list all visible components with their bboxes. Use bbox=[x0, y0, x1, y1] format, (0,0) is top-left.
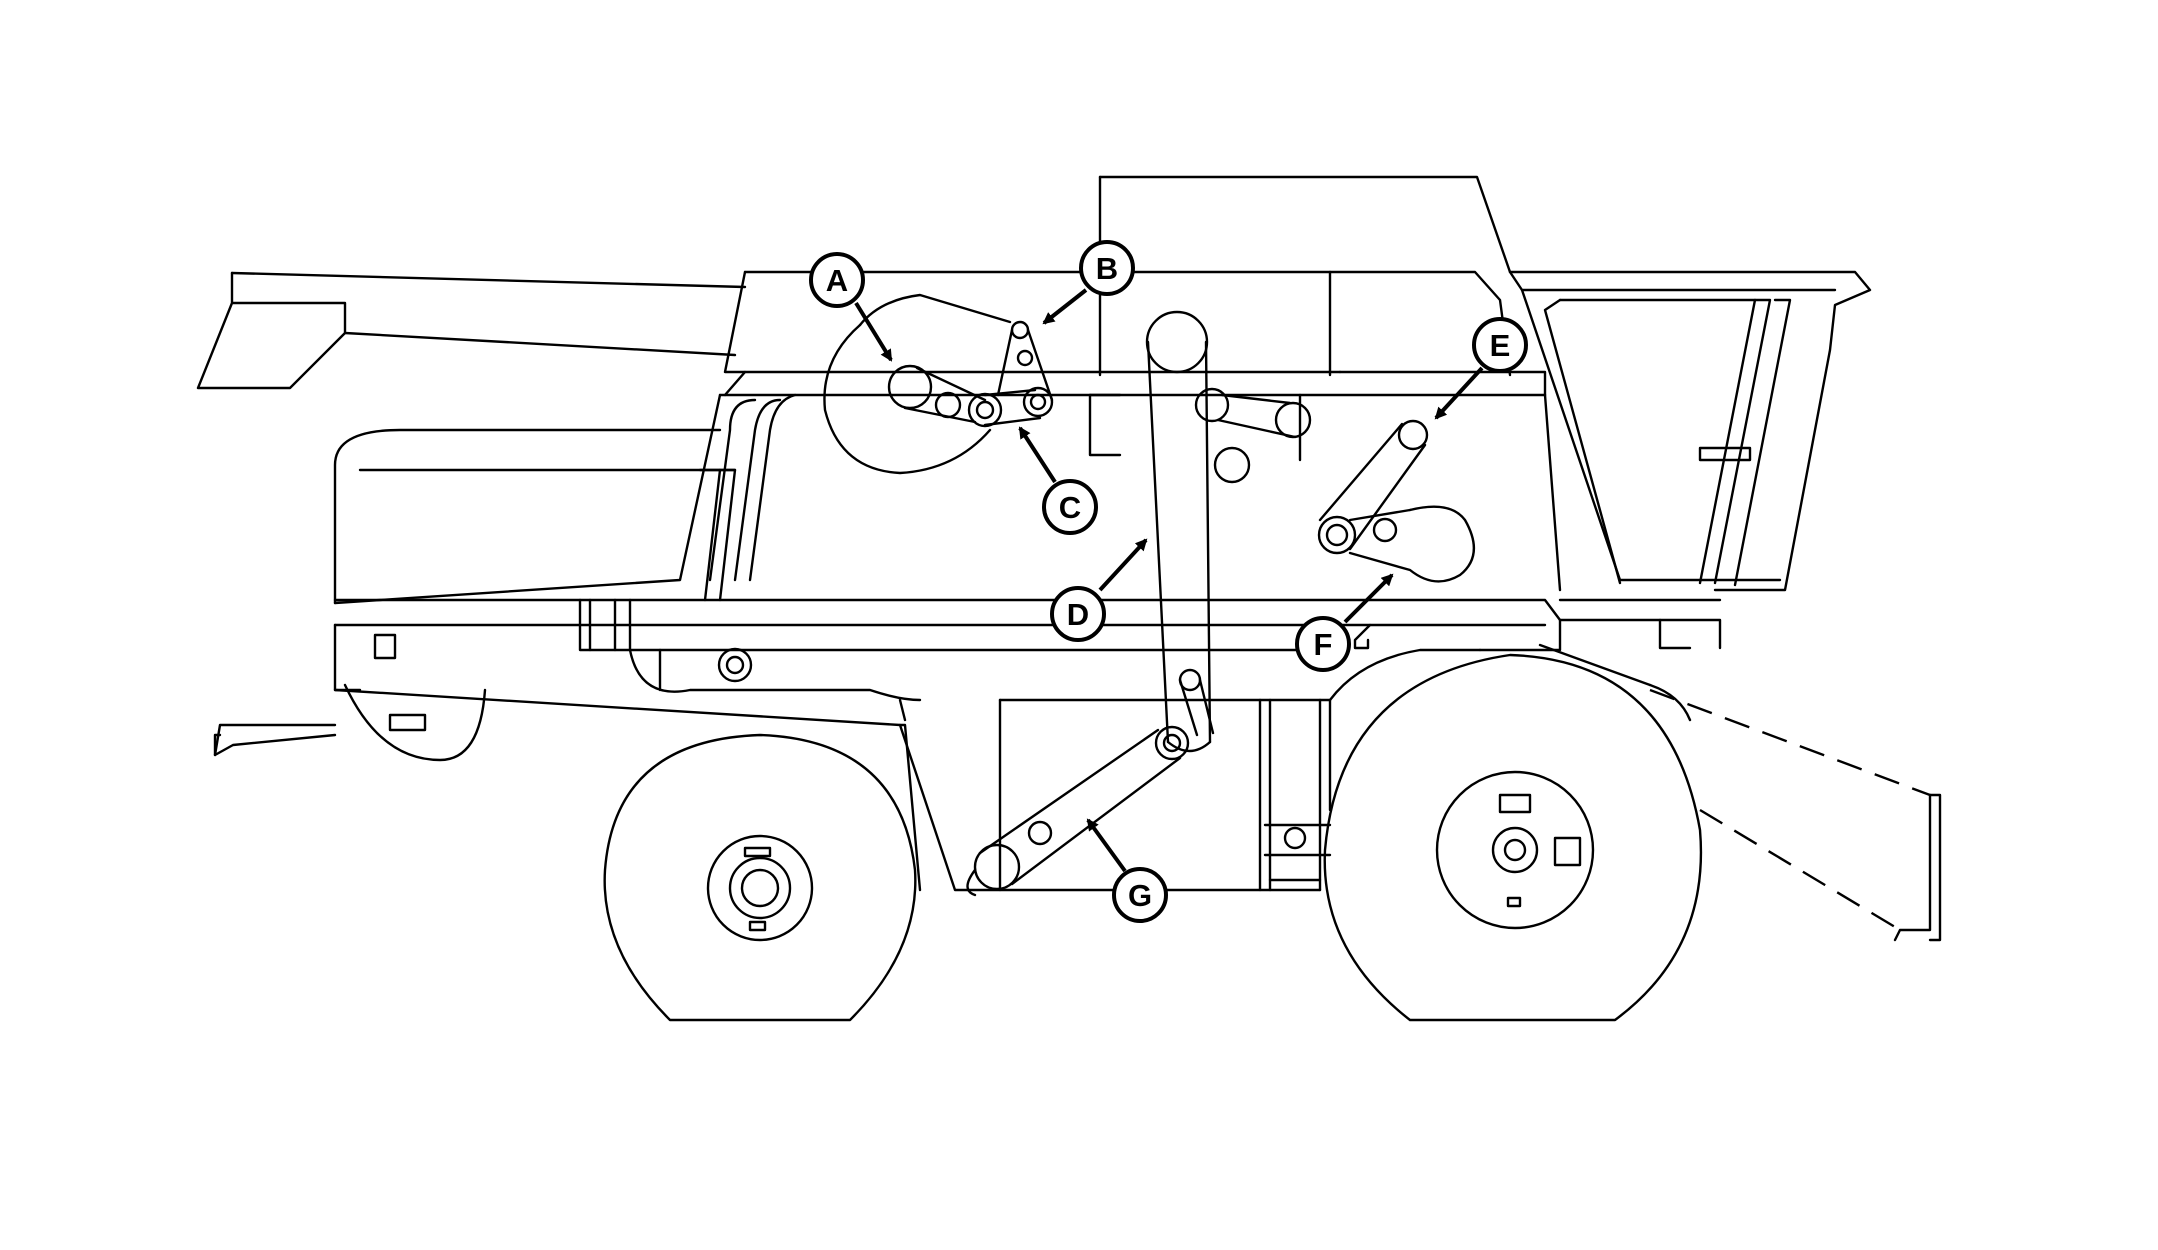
engine-enclosure bbox=[1098, 175, 1512, 274]
callout-g-label: G bbox=[1128, 878, 1152, 913]
belt-drive-a bbox=[823, 293, 1054, 475]
rear-wheel bbox=[603, 733, 917, 1022]
callout-c: C bbox=[1042, 479, 1098, 535]
callout-b-label: B bbox=[1096, 251, 1118, 286]
belt-drive-d bbox=[1145, 310, 1312, 753]
callout-g: G bbox=[1112, 867, 1168, 923]
callout-c-label: C bbox=[1059, 490, 1081, 525]
callout-a-label: A bbox=[826, 263, 848, 298]
callout-d-label: D bbox=[1067, 597, 1089, 632]
front-wheel bbox=[1323, 653, 1703, 1022]
belt-drive-e bbox=[1317, 419, 1476, 583]
callout-e: E bbox=[1472, 317, 1528, 373]
callout-f-label: F bbox=[1314, 627, 1333, 662]
callout-f: F bbox=[1295, 616, 1351, 672]
unloading-auger bbox=[196, 271, 747, 390]
callout-b: B bbox=[1079, 240, 1135, 296]
separator-panel bbox=[708, 370, 1562, 592]
callout-e-label: E bbox=[1490, 328, 1511, 363]
operator-cab bbox=[1508, 270, 1872, 592]
header-outline bbox=[1353, 623, 1942, 942]
callout-d: D bbox=[1050, 586, 1106, 642]
callout-a: A bbox=[809, 252, 865, 308]
callouts: A B C D E F G bbox=[809, 240, 1528, 923]
lower-chassis bbox=[213, 647, 1482, 892]
